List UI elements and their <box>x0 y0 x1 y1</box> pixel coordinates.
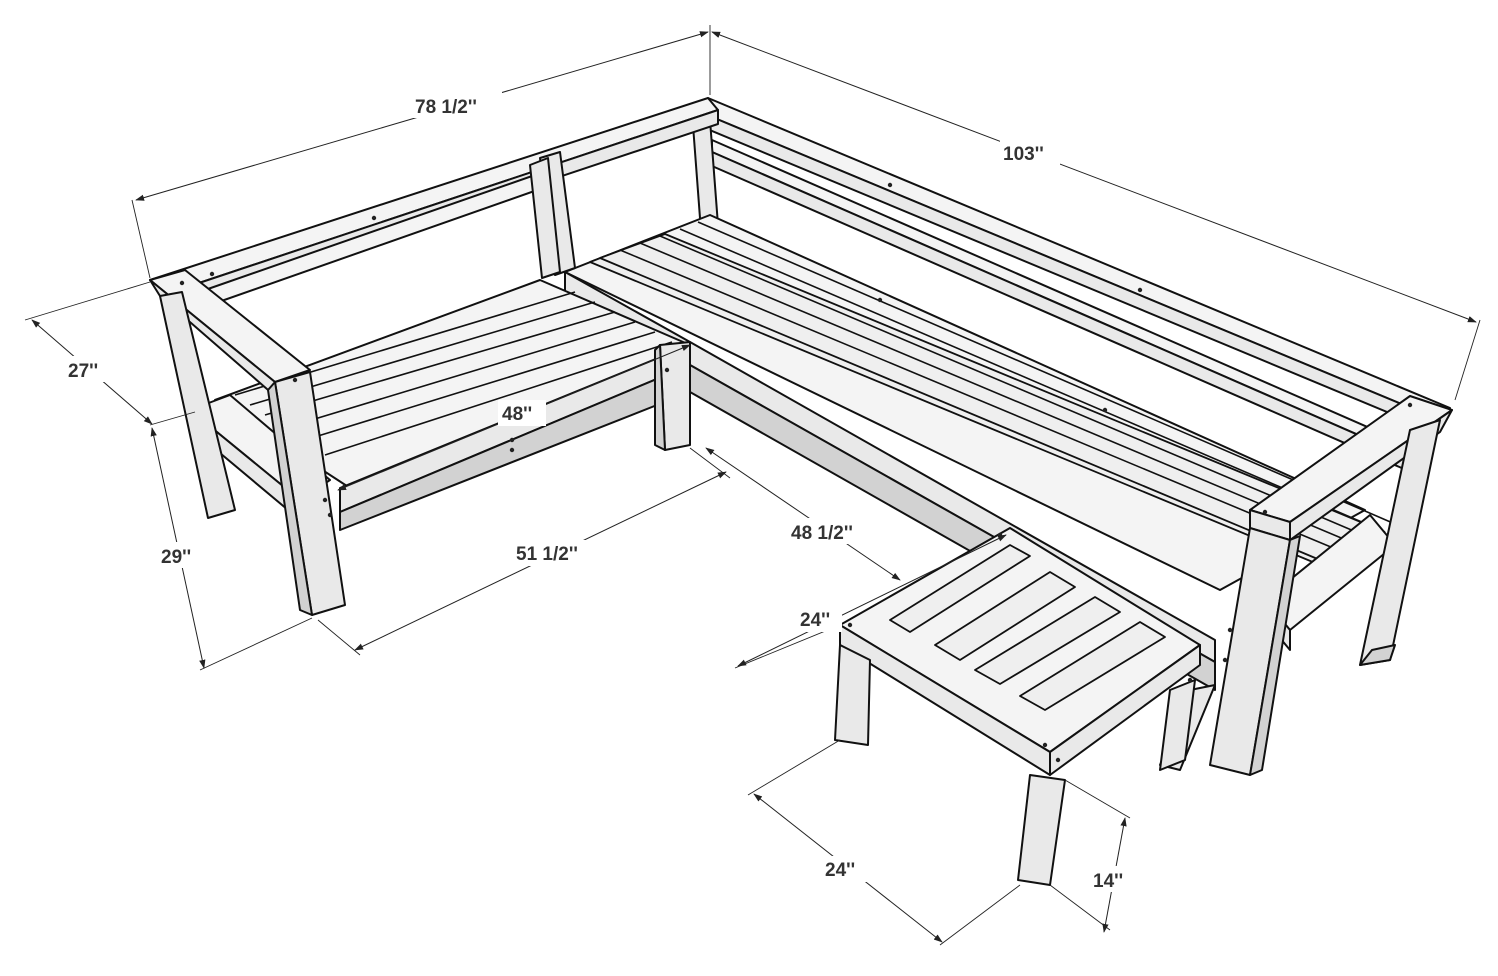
dim-depth-short: 27'' <box>68 361 98 382</box>
dim-ottoman-width: 24'' <box>800 610 830 631</box>
dim-back-long: 103'' <box>1003 144 1044 165</box>
dim-seat-short: 48'' <box>502 404 532 425</box>
dim-ottoman-depth: 24'' <box>825 860 855 881</box>
dim-front-short: 51 1/2'' <box>516 544 578 565</box>
dim-front-long: 48 1/2'' <box>791 523 853 544</box>
dim-height: 29'' <box>161 547 191 568</box>
dim-ottoman-height: 14'' <box>1093 871 1123 892</box>
short-section <box>149 97 719 616</box>
dim-back-short: 78 1/2'' <box>415 97 477 118</box>
ottoman <box>834 527 1201 886</box>
